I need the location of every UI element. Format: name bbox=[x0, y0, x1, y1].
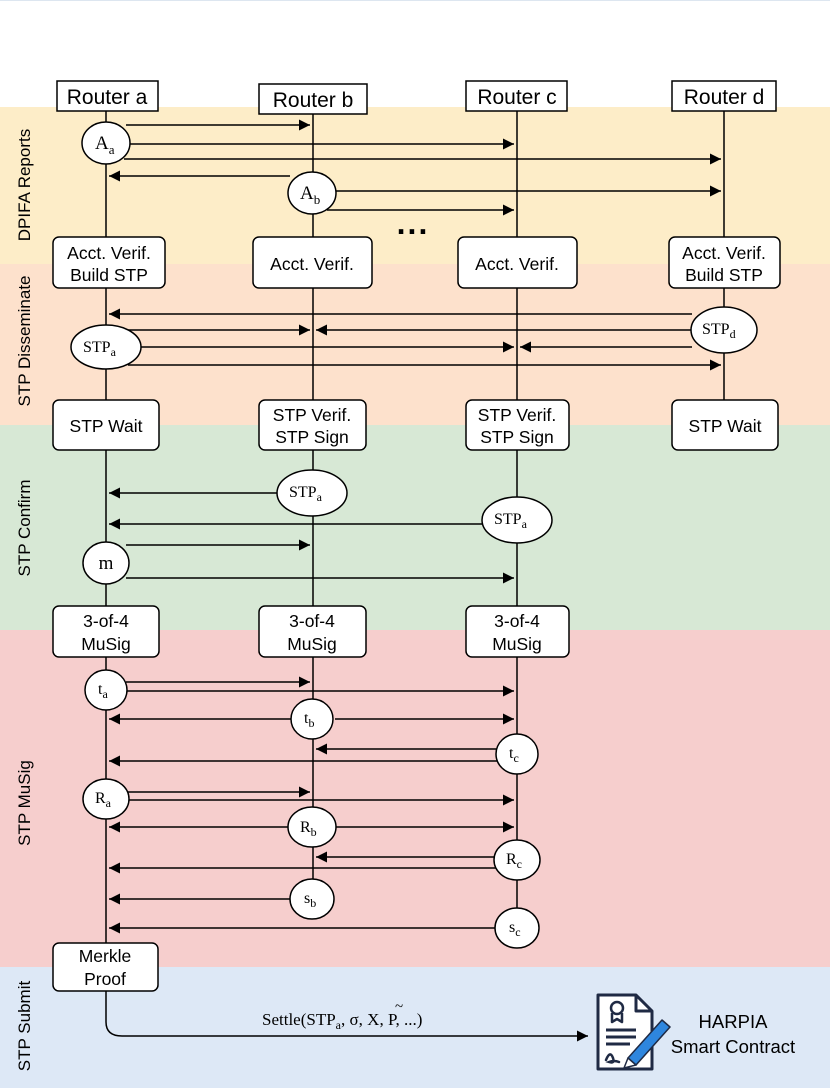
box-stp-verif-sign-c-line2: STP Sign bbox=[480, 427, 554, 447]
router-d-label: Router d bbox=[684, 86, 765, 109]
node-a-b bbox=[287, 171, 337, 215]
box-merkle-proof-line2: Proof bbox=[84, 969, 126, 989]
router-b-label: Router b bbox=[273, 89, 354, 112]
box-acct-verif-build-a-line1: Acct. Verif. bbox=[67, 243, 151, 263]
box-acct-verif-build-d-line1: Acct. Verif. bbox=[682, 243, 766, 263]
arrows-dpifa bbox=[109, 119, 721, 216]
phase-label-dpifa: DPIFA Reports bbox=[15, 129, 34, 241]
box-musig-c-line1: 3-of-4 bbox=[494, 611, 540, 631]
node-r-c bbox=[493, 839, 541, 881]
box-acct-verif-build-d bbox=[668, 236, 781, 289]
box-acct-verif-b-label: Acct. Verif. bbox=[270, 254, 354, 274]
phase-label-submit: STP Submit bbox=[15, 981, 34, 1072]
node-t-c-label: tc bbox=[509, 745, 519, 765]
box-stp-wait-a bbox=[52, 399, 160, 451]
node-stp-a-confirm-c bbox=[481, 496, 553, 544]
box-merkle-proof-line1: Merkle bbox=[79, 946, 132, 966]
phase-label-musig: STP MuSig bbox=[15, 760, 34, 846]
box-stp-verif-sign-c bbox=[465, 399, 570, 451]
node-stp-a-disseminate-label: STPa bbox=[83, 339, 117, 359]
box-musig-b-line1: 3-of-4 bbox=[289, 611, 335, 631]
box-musig-b bbox=[258, 605, 367, 658]
node-t-c bbox=[495, 733, 539, 775]
node-a-a-label: Aa bbox=[95, 133, 115, 157]
arrows-disseminate bbox=[109, 308, 721, 371]
node-a-b-label: Ab bbox=[300, 183, 320, 207]
node-r-c-label: Rc bbox=[506, 851, 522, 871]
router-a-box bbox=[56, 80, 159, 112]
phase-label-confirm: STP Confirm bbox=[15, 480, 34, 577]
router-a-label: Router a bbox=[67, 86, 148, 109]
top-rule bbox=[0, 0, 830, 1]
node-stp-a-confirm-b-label: STPa bbox=[289, 484, 323, 504]
router-c-label: Router c bbox=[477, 86, 556, 109]
arrows-confirm bbox=[109, 487, 514, 584]
box-stp-verif-sign-c-line1: STP Verif. bbox=[478, 405, 556, 425]
node-t-a-label: ta bbox=[98, 681, 108, 701]
node-s-b-label: sb bbox=[304, 890, 316, 910]
contract-label-line1: HARPIA bbox=[699, 1011, 769, 1032]
contract-label-line2: Smart Contract bbox=[671, 1036, 795, 1057]
node-t-b-label: tb bbox=[304, 710, 314, 730]
node-stp-a-confirm-c-label: STPa bbox=[494, 511, 528, 531]
router-d-box bbox=[671, 80, 777, 112]
box-musig-a-line2: MuSig bbox=[81, 634, 131, 654]
node-s-b bbox=[289, 878, 335, 920]
node-m bbox=[82, 541, 130, 585]
settle-call-tilde: ~ bbox=[395, 999, 403, 1015]
node-stp-a-disseminate bbox=[70, 324, 142, 370]
node-a-a bbox=[81, 121, 131, 165]
node-r-b-label: Rb bbox=[300, 819, 317, 839]
box-acct-verif-build-d-line2: Build STP bbox=[685, 265, 763, 285]
contract-document-icon bbox=[596, 993, 671, 1071]
box-acct-verif-c-label: Acct. Verif. bbox=[475, 254, 559, 274]
box-musig-b-line2: MuSig bbox=[287, 634, 337, 654]
box-musig-a-line1: 3-of-4 bbox=[83, 611, 129, 631]
box-acct-verif-build-a-line2: Build STP bbox=[70, 265, 148, 285]
box-musig-c-line2: MuSig bbox=[492, 634, 542, 654]
phase-band-confirm bbox=[0, 425, 830, 630]
node-stp-d-label: STPd bbox=[702, 321, 736, 341]
more-messages-ellipsis: ... bbox=[397, 205, 430, 241]
box-acct-verif-build-a bbox=[52, 236, 166, 289]
box-stp-verif-sign-b bbox=[258, 399, 367, 451]
arrows-musig bbox=[109, 676, 514, 934]
node-r-a-label: Ra bbox=[95, 790, 112, 810]
phase-band-musig bbox=[0, 630, 830, 967]
box-stp-wait-d bbox=[671, 399, 779, 451]
box-stp-wait-a-label: STP Wait bbox=[70, 416, 143, 436]
box-stp-verif-sign-b-line2: STP Sign bbox=[275, 427, 349, 447]
node-t-a bbox=[84, 669, 128, 711]
settle-call-label: Settle(STPa, σ, X, P, ...) bbox=[262, 1010, 422, 1032]
router-b-box bbox=[258, 83, 368, 115]
node-s-c-label: sc bbox=[509, 919, 521, 939]
node-r-b bbox=[287, 806, 337, 848]
box-stp-verif-sign-b-line1: STP Verif. bbox=[273, 405, 351, 425]
router-c-box bbox=[465, 80, 568, 112]
node-stp-a-confirm-b bbox=[276, 469, 348, 517]
box-musig-a bbox=[52, 605, 160, 658]
settle-arrow bbox=[105, 991, 588, 1042]
node-s-c bbox=[494, 907, 540, 949]
node-t-b bbox=[290, 698, 334, 740]
node-r-a bbox=[82, 778, 130, 820]
node-m-label: m bbox=[99, 553, 114, 574]
box-musig-c bbox=[465, 605, 570, 658]
box-acct-verif-b bbox=[252, 236, 373, 289]
box-acct-verif-c bbox=[457, 236, 578, 289]
node-stp-d bbox=[690, 306, 758, 354]
box-stp-wait-d-label: STP Wait bbox=[689, 416, 762, 436]
phase-label-disseminate: STP Disseminate bbox=[15, 275, 34, 406]
